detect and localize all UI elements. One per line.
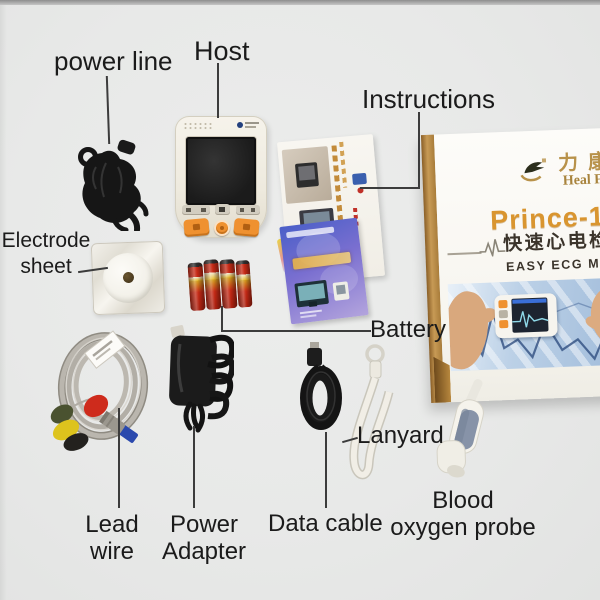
leader-battery-h: [221, 330, 371, 332]
leader-data-cable: [325, 432, 327, 508]
label-power-adapter: Power Adapter: [150, 511, 258, 565]
label-blood-oxygen-probe: Blood oxygen probe: [388, 487, 538, 541]
manual-blue-logo: [352, 172, 367, 185]
label-adapter-line2: Adapter: [161, 538, 247, 565]
box-brand-en: Heal Force: [562, 171, 600, 189]
label-electrode-sheet: Electrode sheet: [0, 228, 92, 280]
leader-battery-v: [221, 306, 223, 332]
label-electrode-line2: sheet: [20, 255, 72, 278]
device-key-center: [215, 204, 230, 215]
device-screen: [186, 137, 256, 205]
label-lead-wire: Lead wire: [82, 511, 142, 565]
leader-lead-wire: [118, 408, 120, 508]
device-orange-key-right: [233, 217, 260, 238]
label-probe-line2: oxygen probe: [390, 514, 536, 541]
label-adapter-line1: Power: [169, 511, 239, 538]
lanyard-photo: [349, 344, 394, 480]
label-lead-line2: wire: [89, 538, 134, 565]
device-key-left: [182, 205, 210, 215]
battery-photo: [187, 257, 253, 313]
device-orange-key-center: [214, 220, 230, 236]
speaker-holes: [183, 122, 213, 130]
heal-force-logo-icon: [520, 158, 547, 182]
device-key-right: [236, 205, 260, 215]
host-device-photo: [175, 116, 267, 238]
leader-power-adapter: [193, 426, 195, 508]
device-orange-key-left: [183, 217, 210, 238]
product-box-photo: 力康 Heal Force Prince-180D 快速心电检测仪 EASY E…: [420, 127, 600, 403]
label-host: Host: [194, 36, 250, 66]
table-edge: [0, 0, 600, 5]
ecg-pulse-icon: [479, 239, 506, 258]
label-lead-line1: Lead: [85, 511, 139, 538]
electrode-sheet-photo: [90, 240, 166, 316]
label-data-cable: Data cable: [268, 510, 383, 537]
blood-oxygen-probe-photo: [436, 379, 484, 478]
manual-cover-photo-thumb: [281, 146, 333, 204]
lead-wire-tag: [83, 330, 126, 369]
power-line-photo: [78, 139, 149, 231]
label-probe-line1: Blood: [432, 487, 494, 514]
leader-instructions-h: [360, 187, 420, 189]
power-adapter-photo: [169, 325, 234, 433]
data-cable-photo: [300, 342, 342, 430]
device-logo: [237, 121, 261, 131]
label-power-line: power line: [54, 46, 173, 76]
label-instructions: Instructions: [362, 84, 495, 114]
label-electrode-line1: Electrode: [1, 229, 91, 252]
booklet-monitor-graphic: [294, 279, 330, 308]
manual-vertical-gold-text-2: [339, 141, 348, 188]
quick-guide-booklet-photo: [279, 217, 369, 325]
left-edge-shade: [0, 5, 7, 600]
label-battery: Battery: [370, 316, 447, 343]
label-lanyard: Lanyard: [357, 422, 444, 449]
leader-host: [217, 63, 219, 118]
booklet-device-graphic: [332, 281, 350, 301]
box-subtitle-cn: 快速心电检测仪: [502, 228, 600, 256]
lead-wire-photo: [50, 330, 149, 451]
cover-device: [494, 293, 558, 339]
box-cover-photo: [447, 276, 600, 372]
leader-instructions-v: [418, 112, 420, 189]
